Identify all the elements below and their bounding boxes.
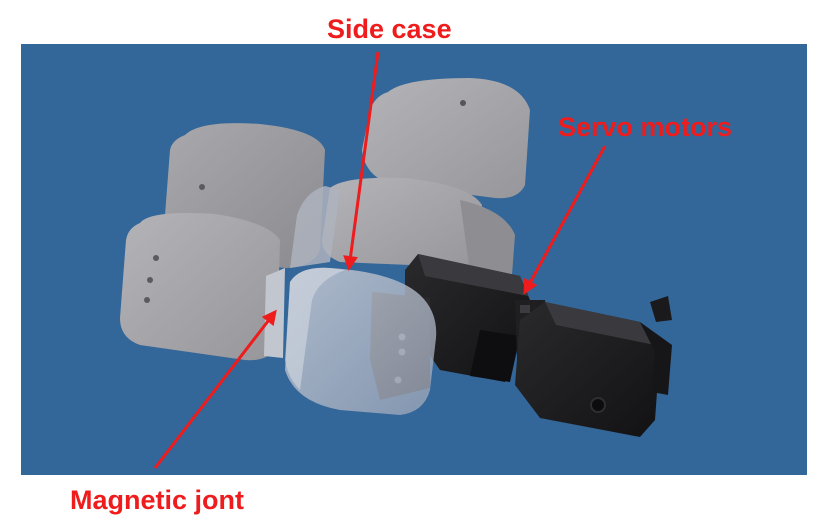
side-case-label: Side case — [327, 14, 452, 44]
servo-motor-front — [515, 296, 672, 437]
side-case — [285, 267, 437, 415]
servo-motors-arrow — [523, 145, 607, 295]
middle-plate — [290, 177, 515, 275]
magnetic-joint-label: Magnetic jont — [70, 485, 244, 515]
side-case-arrow — [343, 51, 380, 271]
magnetic-joint-arrow — [153, 309, 277, 469]
servo-motor-rear — [405, 254, 530, 382]
left-front-plate — [120, 213, 280, 361]
back-top-plate — [362, 78, 530, 199]
servo-motors-label: Servo motors — [558, 112, 733, 142]
